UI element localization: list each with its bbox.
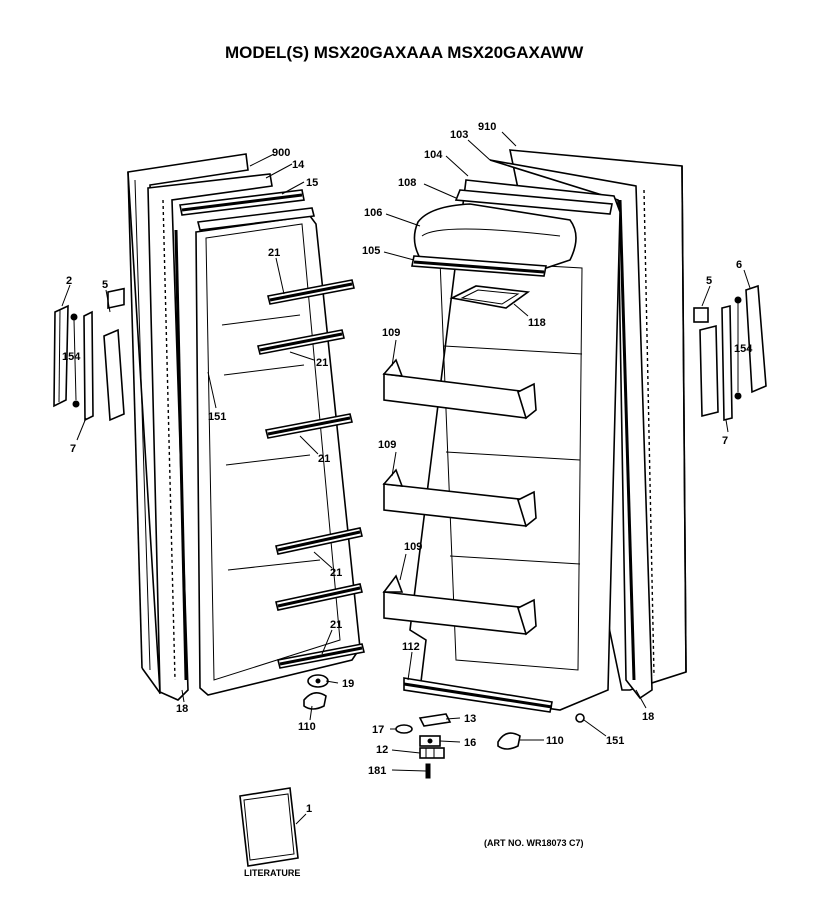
callout-12: 12 (376, 744, 388, 756)
right-handle-base-7 (721, 304, 733, 422)
bushing-16 (419, 735, 441, 747)
right-screws-154 (734, 296, 742, 400)
fresh-food-door-liner (409, 179, 621, 711)
callout-21-d: 21 (330, 567, 342, 579)
callout-106: 106 (364, 207, 382, 219)
callout-110-right: 110 (546, 735, 564, 747)
callout-104: 104 (424, 149, 443, 161)
freezer-shelf-1 (267, 279, 355, 305)
callout-109-c: 109 (404, 541, 422, 553)
dairy-compartment-106 (413, 203, 577, 271)
left-handle-cap-5 (103, 287, 125, 422)
callout-910: 910 (478, 121, 496, 133)
callout-154-right: 154 (734, 343, 753, 355)
callout-151-right: 151 (606, 735, 624, 747)
leader-lines (61, 131, 751, 825)
callout-21-c: 21 (318, 453, 330, 465)
callout-105: 105 (362, 245, 380, 257)
left-handle-base-7 (83, 310, 94, 422)
callout-6: 6 (736, 259, 742, 271)
hinge-17 (395, 724, 413, 734)
door-stop-110-right (497, 732, 521, 750)
callout-109-b: 109 (378, 439, 396, 451)
callout-19: 19 (342, 678, 354, 690)
freezer-shelf-3 (265, 413, 353, 439)
callout-14: 14 (292, 159, 305, 171)
callout-5-right: 5 (706, 275, 712, 287)
literature-booklet (239, 787, 299, 867)
freezer-shelf-6 (277, 643, 365, 669)
callout-21-e: 21 (330, 619, 342, 631)
callout-103: 103 (450, 129, 468, 141)
callout-17: 17 (372, 724, 384, 736)
door-bin-109-middle (382, 468, 537, 528)
callout-2: 2 (66, 275, 72, 287)
callout-18-left: 18 (176, 703, 188, 715)
callout-151-left: 151 (208, 411, 226, 423)
right-handle-6 (745, 284, 767, 394)
door-bin-109-top (382, 358, 537, 420)
dairy-shelf-105 (411, 255, 547, 277)
callout-13: 13 (464, 713, 476, 725)
egg-tray-118 (449, 285, 531, 309)
hinge-13 (418, 713, 452, 727)
callout-7-right: 7 (722, 435, 728, 447)
art-number: (ART NO. WR18073 C7) (484, 838, 584, 848)
right-handle-cap-5 (693, 307, 719, 418)
freezer-shelf-2 (257, 329, 345, 355)
top-trim-108 (454, 189, 613, 215)
callout-7-left: 7 (70, 443, 76, 455)
callout-16: 16 (464, 737, 476, 749)
callout-109-a: 109 (382, 327, 400, 339)
callout-15: 15 (306, 177, 318, 189)
callout-900: 900 (272, 147, 290, 159)
callout-21-a: 21 (268, 247, 280, 259)
callout-112: 112 (402, 641, 420, 653)
literature-label: LITERATURE (244, 868, 300, 878)
callout-21-b: 21 (316, 357, 328, 369)
callout-181: 181 (368, 765, 386, 777)
callout-1: 1 (306, 803, 312, 815)
callout-5-left: 5 (102, 279, 108, 291)
left-handle-2 (53, 304, 69, 408)
screw-151-right (575, 713, 585, 723)
model-title: MODEL(S) MSX20GAXAAA MSX20GAXAWW (225, 43, 584, 62)
door-stop-110-left (303, 692, 327, 710)
left-screws-154 (70, 313, 80, 408)
callout-110-left: 110 (298, 721, 316, 733)
callout-18-right: 18 (642, 711, 654, 723)
freezer-shelf-4 (275, 527, 363, 555)
freezer-trim-strip-top (179, 189, 315, 231)
door-stop-19 (307, 674, 329, 688)
bottom-trim-112 (403, 677, 553, 713)
callout-108: 108 (398, 177, 416, 189)
callout-118: 118 (528, 317, 546, 329)
door-bin-109-bottom (382, 574, 537, 636)
callout-154-left: 154 (62, 351, 81, 363)
freezer-shelf-5 (275, 583, 363, 611)
hinge-12 (419, 747, 445, 759)
screw-181 (425, 763, 431, 779)
